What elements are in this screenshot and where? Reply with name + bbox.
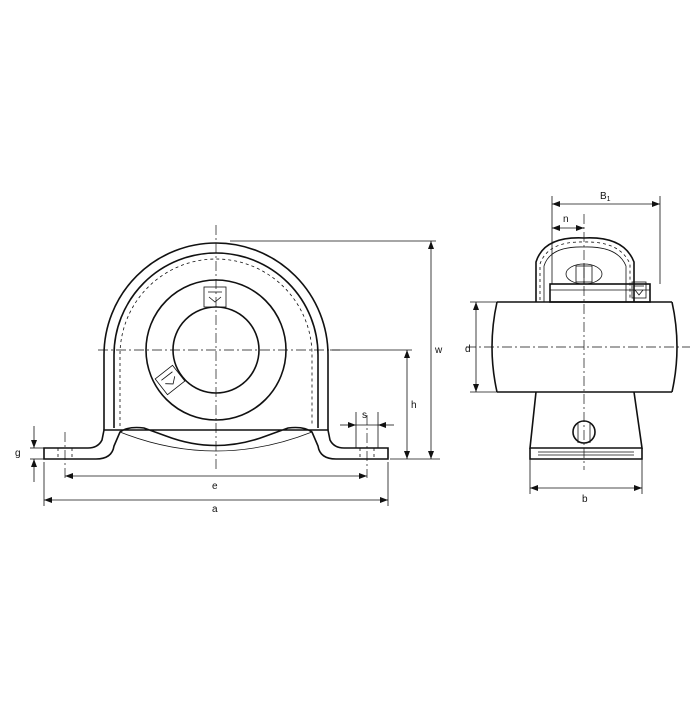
dimension-s: s <box>340 410 394 448</box>
dimension-b1-label: B1 <box>600 191 611 203</box>
pedestal-base <box>529 448 643 460</box>
dimension-b1: B1 <box>551 191 661 284</box>
pedestal-base-inner <box>538 451 634 456</box>
dimension-e: e <box>65 473 367 492</box>
housing-cap-inner <box>543 246 627 302</box>
dimension-w-label: w <box>434 345 443 356</box>
top-set-screw <box>203 286 227 308</box>
dimension-a: a <box>43 462 389 515</box>
angled-set-screw <box>154 364 186 396</box>
housing-cap-hidden <box>539 241 631 300</box>
dimension-d: d <box>465 301 497 393</box>
housing-hidden-outline <box>119 258 313 426</box>
dimension-d-label: d <box>465 344 471 355</box>
dimension-s-label: s <box>362 410 367 421</box>
dimension-g-label: g <box>15 448 21 459</box>
dimension-g: g <box>15 426 44 482</box>
side-set-screw <box>631 281 647 299</box>
dimension-b1-subscript: 1 <box>607 196 611 203</box>
dimension-n: n <box>552 214 584 231</box>
housing-inner-outline <box>113 252 319 428</box>
dimension-b-label: b <box>582 494 588 505</box>
dimension-w: w <box>230 240 443 459</box>
front-view: g e a s h <box>15 225 443 515</box>
housing-base <box>43 426 389 460</box>
dimension-a-label: a <box>212 504 218 515</box>
dimension-n-label: n <box>563 214 569 225</box>
dimension-b: b <box>529 459 643 505</box>
pedestal-body <box>529 391 643 449</box>
side-view: B1 n d b <box>465 191 690 505</box>
dimension-h: h <box>330 349 440 460</box>
insert-collar <box>549 283 651 303</box>
dimension-e-label: e <box>212 481 218 492</box>
dimension-h-label: h <box>411 400 417 411</box>
dimension-b1-letter: B <box>600 191 607 202</box>
